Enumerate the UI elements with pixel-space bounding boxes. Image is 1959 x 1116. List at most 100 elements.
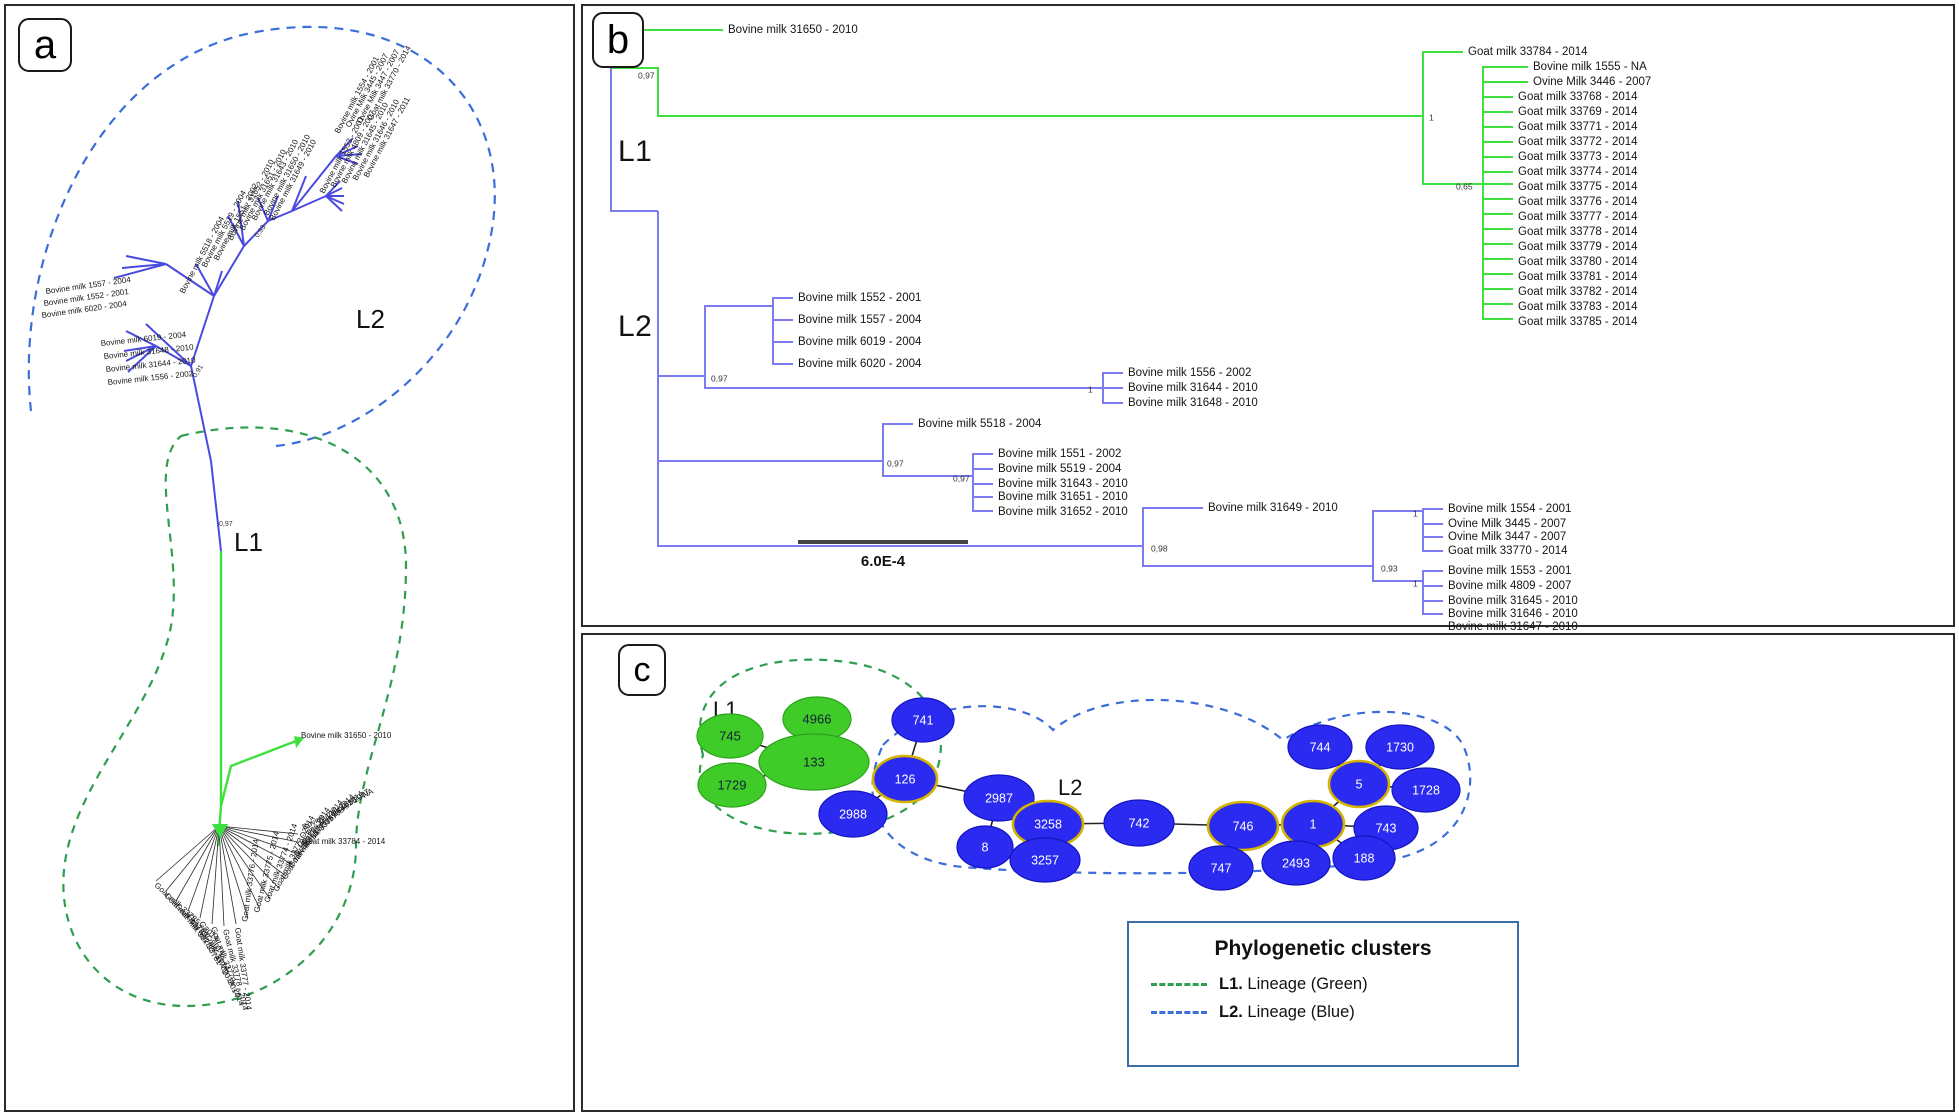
network-node-shape xyxy=(818,790,888,838)
tip-label: Goat milk 33782 - 2014 xyxy=(1518,286,1638,298)
tip-label: Bovine milk 1552 - 2001 xyxy=(798,292,921,304)
network-node-shape xyxy=(963,774,1035,822)
panel-a-tag: a xyxy=(18,18,72,72)
network-node-741[interactable]: 741 xyxy=(891,697,955,743)
tip-label: Bovine milk 31651 - 2010 xyxy=(998,491,1128,503)
network-node-2493[interactable]: 2493 xyxy=(1261,840,1331,886)
network-node-8[interactable]: 8 xyxy=(956,825,1014,869)
network-node-1729[interactable]: 1729 xyxy=(697,762,767,808)
tip-label: Bovine milk 31646 - 2010 xyxy=(1448,608,1578,620)
network-node-2988[interactable]: 2988 xyxy=(818,790,888,838)
network-node-label: 188 xyxy=(1354,851,1375,865)
network-node-label: 133 xyxy=(803,754,825,769)
network-node-shape xyxy=(1103,799,1175,847)
support-value: 1 xyxy=(1429,112,1434,122)
support-value: 0,97 xyxy=(638,70,655,80)
network-node-label: 745 xyxy=(719,728,741,743)
network-node-2987[interactable]: 2987 xyxy=(963,774,1035,822)
support-value: 0,97 xyxy=(887,458,904,468)
network-node-shape xyxy=(871,754,939,804)
network-node-1[interactable]: 1 xyxy=(1280,799,1346,849)
network-node-744[interactable]: 744 xyxy=(1287,724,1353,770)
legend-code-l1: L1. xyxy=(1219,975,1243,993)
network-node-shape xyxy=(1327,759,1391,809)
tip-label: Goat milk 33777 - 2014 xyxy=(1518,211,1638,223)
network-node-1730[interactable]: 1730 xyxy=(1365,724,1435,770)
network-node-shape xyxy=(1391,767,1461,813)
tip-label: Goat milk 33772 - 2014 xyxy=(1518,136,1638,148)
tip-label: Bovine milk 1555 - NA xyxy=(1533,61,1647,73)
support-value: 0,91 xyxy=(192,364,205,379)
support-value: 0,93 xyxy=(1381,563,1398,573)
network-node-4966[interactable]: 4966 xyxy=(782,696,852,742)
tip-label: Bovine milk 31648 - 2010 xyxy=(1128,397,1258,409)
network-node-shape xyxy=(1188,845,1254,891)
support-value: 0,97 xyxy=(711,373,728,383)
network-node-label: 1728 xyxy=(1412,783,1440,797)
panel-a-blue-branches xyxy=(113,137,363,552)
network-node-label: 3258 xyxy=(1034,817,1062,831)
tip-label: Goat milk 33780 - 2014 xyxy=(1518,256,1638,268)
tip-label: Bovine milk 1557 - 2004 xyxy=(798,314,922,326)
tip-label: Bovine milk 31647 - 2010 xyxy=(1448,621,1578,633)
panel-a-label-l1: L1 xyxy=(234,527,263,557)
tip-label: Bovine milk 31643 - 2010 xyxy=(998,478,1128,490)
panel-a-svg: 0,97 0,91 0,93 L2 L1 Bovine milk 31650 -… xyxy=(27,25,496,1012)
tip-label: Goat milk 33774 - 2014 xyxy=(1518,166,1638,178)
legend-title: Phylogenetic clusters xyxy=(1214,937,1432,960)
network-node-label: 126 xyxy=(895,772,916,786)
legend-label-l2: L2. Lineage (Blue) xyxy=(1219,1003,1355,1022)
panel-b-label-l1: L1 xyxy=(618,135,652,168)
network-node-label: 741 xyxy=(913,713,934,727)
network-node-133[interactable]: 133 xyxy=(758,733,870,791)
network-node-shape xyxy=(1261,840,1331,886)
network-node-label: 746 xyxy=(1233,819,1254,833)
tip-label: Goat milk 33771 - 2014 xyxy=(1518,121,1638,133)
tip-label: Bovine milk 31644 - 2010 xyxy=(1128,382,1258,394)
scale-bar-label: 6.0E-4 xyxy=(861,553,906,570)
panel-a-label-l2: L2 xyxy=(356,304,385,334)
tip-label: Bovine milk 31645 - 2010 xyxy=(1448,595,1578,607)
tip-label: Goat milk 33784 - 2014 xyxy=(1468,46,1588,58)
support-value: 0,93 xyxy=(254,224,268,239)
network-node-5[interactable]: 5 xyxy=(1327,759,1391,809)
tip-label: Goat milk 33769 - 2014 xyxy=(1518,106,1638,118)
network-node-747[interactable]: 747 xyxy=(1188,845,1254,891)
network-node-label: 2493 xyxy=(1282,856,1310,870)
tip-label: Ovine Milk 3445 - 2007 xyxy=(1448,518,1566,530)
network-node-126[interactable]: 126 xyxy=(871,754,939,804)
support-value: 0,98 xyxy=(1151,543,1168,553)
l2-dashed-outline xyxy=(27,25,496,448)
panel-b-green-branches xyxy=(610,29,1528,320)
tip-label: Goat milk 33776 - 2014 xyxy=(1518,196,1638,208)
legend-swatch-blue-icon xyxy=(1151,1011,1207,1014)
network-node-3257[interactable]: 3257 xyxy=(1009,837,1081,883)
network-node-188[interactable]: 188 xyxy=(1332,835,1396,881)
tip-label: Bovine milk 31649 - 2010 xyxy=(1208,502,1338,514)
network-node-1728[interactable]: 1728 xyxy=(1391,767,1461,813)
panel-c-label-l2: L2 xyxy=(1058,775,1082,800)
legend-row-l2: L2. Lineage (Blue) xyxy=(1151,1003,1501,1022)
tip-label: Goat milk 33785 - 2014 xyxy=(1518,316,1638,328)
network-node-745[interactable]: 745 xyxy=(696,713,764,759)
legend-row-l1: L1. Lineage (Green) xyxy=(1151,975,1501,994)
network-node-shape xyxy=(1206,800,1280,852)
network-node-shape xyxy=(956,825,1014,869)
network-node-label: 2988 xyxy=(839,807,867,821)
tip-label: Bovine milk 31650 - 2010 xyxy=(301,731,392,740)
tip-label: Goat milk 33778 - 2014 xyxy=(1518,226,1638,238)
panel-a-tip-cluster-blue-left: Bovine milk 1557 - 2004 Bovine milk 1552… xyxy=(41,275,197,387)
network-node-742[interactable]: 742 xyxy=(1103,799,1175,847)
l1-dashed-outline xyxy=(62,426,408,1008)
tip-label: Bovine milk 6020 - 2004 xyxy=(798,358,922,370)
support-value: 0,97 xyxy=(953,473,970,483)
panel-a-green-branches xyxy=(216,551,297,847)
network-node-label: 747 xyxy=(1211,861,1232,875)
tip-label: Bovine milk 5518 - 2004 xyxy=(918,418,1042,430)
network-node-746[interactable]: 746 xyxy=(1206,800,1280,852)
panel-b-svg: 0,97 1 0,65 Bovine milk 31650 - 2010 Goa… xyxy=(610,24,1651,633)
network-node-shape xyxy=(696,713,764,759)
tip-label: Ovine Milk 3447 - 2007 xyxy=(1448,531,1566,543)
legend-label-l1: L1. Lineage (Green) xyxy=(1219,975,1368,994)
